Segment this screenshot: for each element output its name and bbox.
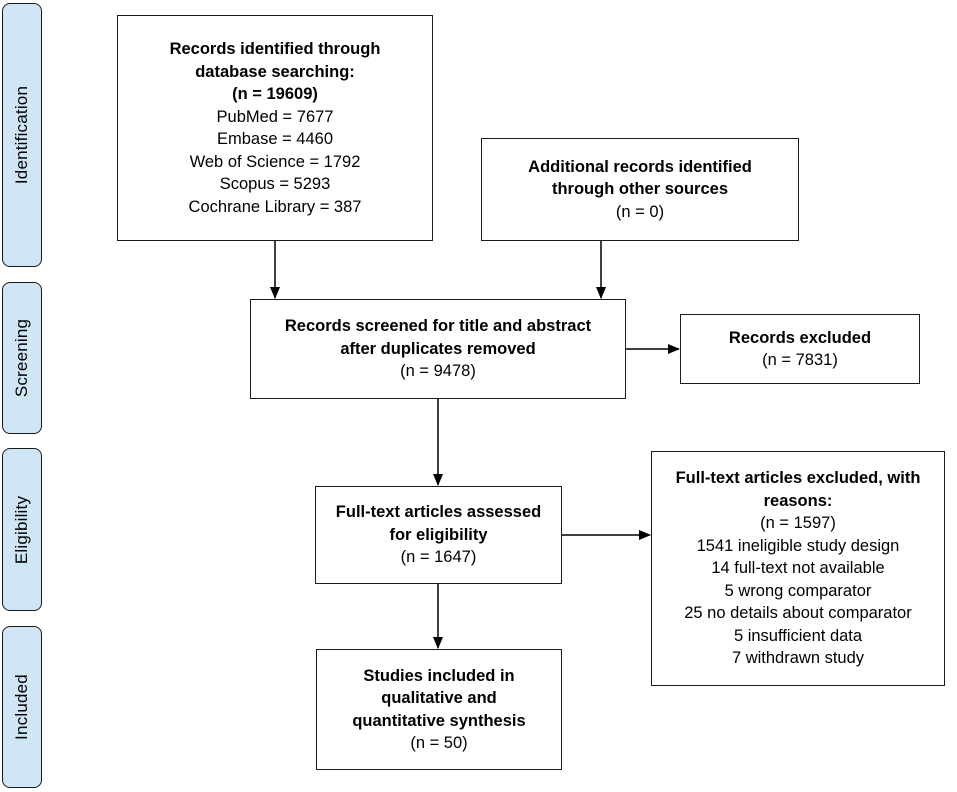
stage-screening-tab: Screening [2, 282, 42, 434]
records-excluded-title: Records excluded [728, 328, 872, 347]
additional-records-title-1: Additional records identified [528, 157, 752, 176]
additional-records-box: Additional records identified through ot… [481, 138, 799, 241]
fulltext-excluded-title-1: Full-text articles excluded, with [675, 469, 921, 488]
additional-records-title-2: through other sources [551, 180, 728, 199]
records-excluded-count: (n = 7831) [762, 351, 838, 369]
studies-included-count: (n = 50) [410, 734, 468, 752]
studies-included-title-2: qualitative and [381, 689, 497, 707]
source-pubmed: PubMed = 7677 [216, 107, 334, 126]
fulltext-assessed-count: (n = 1647) [400, 548, 477, 567]
reason-withdrawn-study: 7 withdrawn study [731, 649, 865, 668]
fulltext-excluded-title-2: reasons: [763, 491, 833, 510]
records-identified-title-2: database searching: [195, 62, 355, 81]
source-cochrane: Cochrane Library = 387 [188, 197, 362, 216]
reason-no-comparator-details: 25 no details about comparator [684, 604, 912, 623]
source-embase: Embase = 4460 [216, 130, 334, 148]
records-identified-count: (n = 19609) [232, 85, 318, 103]
records-identified-title-1: Records identified through [169, 40, 381, 58]
records-screened-box: Records screened for title and abstract … [250, 299, 626, 399]
fulltext-assessed-box: Full-text articles assessed for eligibil… [315, 486, 562, 584]
stage-included-tab: Included [2, 626, 42, 788]
fulltext-excluded-box: Full-text articles excluded, with reason… [651, 451, 945, 686]
source-scopus: Scopus = 5293 [219, 175, 331, 193]
stage-eligibility-tab: Eligibility [2, 448, 42, 611]
studies-included-title-1: Studies included in [363, 666, 515, 685]
records-excluded-box: Records excluded (n = 7831) [680, 314, 920, 384]
records-identified-box: Records identified through database sear… [117, 15, 433, 241]
fulltext-assessed-title-2: for eligibility [389, 525, 488, 544]
records-screened-title-1: Records screened for title and abstract [284, 317, 592, 336]
reason-fulltext-unavailable: 14 full-text not available [711, 559, 885, 578]
additional-records-count: (n = 0) [615, 202, 665, 221]
studies-included-box: Studies included in qualitative and quan… [316, 649, 562, 770]
reason-wrong-comparator: 5 wrong comparator [724, 581, 872, 600]
reason-ineligible-design: 1541 ineligible study design [696, 536, 900, 555]
stage-identification-tab: Identification [2, 3, 42, 267]
fulltext-excluded-count: (n = 1597) [760, 514, 836, 533]
records-screened-count: (n = 9478) [400, 362, 476, 381]
reason-insufficient-data: 5 insufficient data [733, 626, 863, 645]
source-web-of-science: Web of Science = 1792 [189, 152, 361, 171]
fulltext-assessed-title-1: Full-text articles assessed [335, 503, 542, 522]
records-screened-title-2: after duplicates removed [340, 339, 536, 358]
studies-included-title-3: quantitative synthesis [352, 711, 526, 730]
